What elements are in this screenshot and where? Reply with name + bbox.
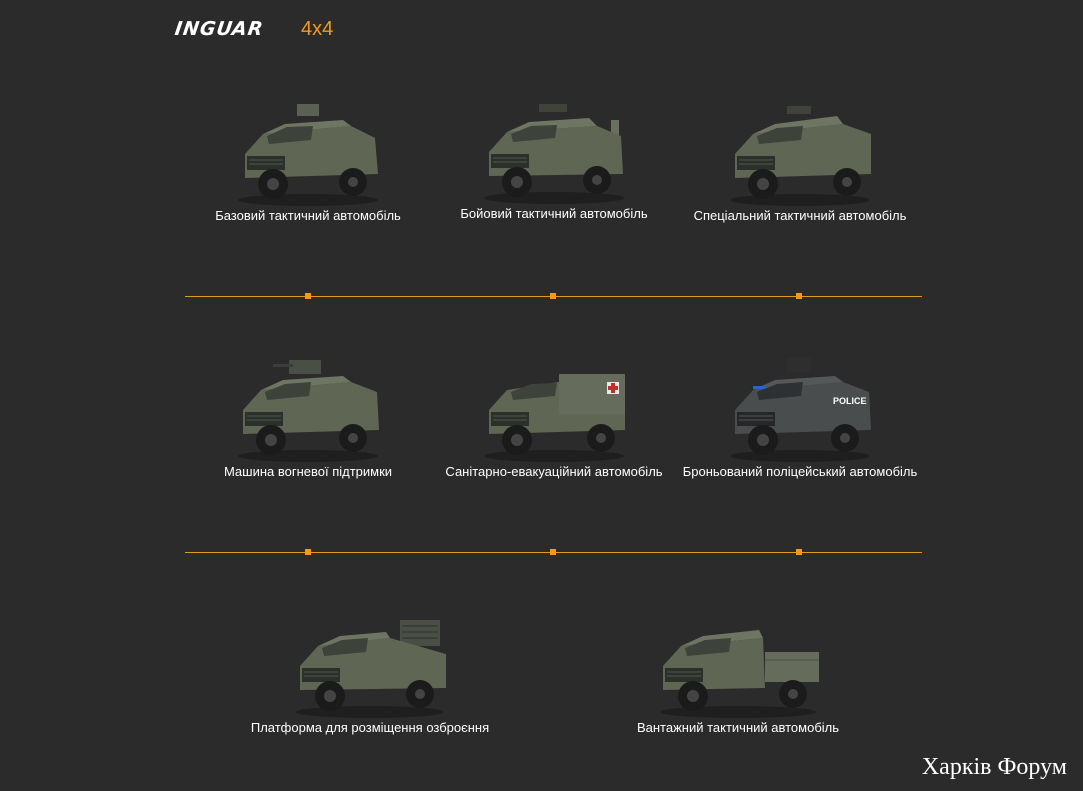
divider-node [305,549,311,555]
divider-node [550,549,556,555]
vehicle-card-cargo[interactable]: Вантажний тактичний автомобіль [618,608,858,735]
vehicle-image-police: POLICE [730,358,871,462]
vehicle-image-weapon-platform [296,620,446,718]
divider-node [550,293,556,299]
vehicle-image-base [238,104,378,206]
vehicle-label[interactable]: Вантажний тактичний автомобіль [636,720,840,735]
model-title: 4x4 [301,18,334,40]
divider-node [796,549,802,555]
vehicle-image-cargo [660,630,819,718]
vehicle-card-fire-support[interactable]: Машина вогневої підтримки [188,352,428,479]
vehicle-label[interactable]: Бойовий тактичний автомобіль [460,206,648,221]
watermark: Харків Форум [921,754,1067,780]
vehicle-image-medevac [484,374,625,462]
vehicle-label[interactable]: Броньований поліцейський автомобіль [682,464,918,479]
vehicle-card-combat[interactable]: Бойовий тактичний автомобіль [434,96,674,221]
vehicle-card-special[interactable]: Спеціальний тактичний автомобіль [680,96,920,223]
vehicle-card-medevac[interactable]: Санітарно-евакуаційний автомобіль [434,352,674,479]
divider-node [305,293,311,299]
vehicle-label[interactable]: Базовий тактичний автомобіль [215,208,401,223]
row-divider [185,293,922,299]
brand-header: INGUAR 4x4 [173,16,333,42]
vehicle-image-special [730,106,871,206]
vehicle-card-police[interactable]: POLICE Броньований поліцейський автомобі… [680,352,920,479]
vehicle-image-fire-support [238,360,379,462]
vehicle-image-combat [484,104,624,204]
vehicle-label[interactable]: Санітарно-евакуаційний автомобіль [445,464,663,479]
divider-node [796,293,802,299]
vehicle-card-base[interactable]: Базовий тактичний автомобіль [188,96,428,223]
vehicle-card-weapon-platform[interactable]: Платформа для розміщення озброєння [250,608,490,735]
inguar-logo: INGUAR [173,18,266,40]
vehicle-label[interactable]: Платформа для розміщення озброєння [250,720,490,735]
red-cross-icon [607,382,619,394]
police-badge: POLICE [833,396,867,406]
row-divider [185,549,922,555]
vehicle-label[interactable]: Машина вогневої підтримки [223,464,393,479]
vehicle-label[interactable]: Спеціальний тактичний автомобіль [693,208,907,223]
